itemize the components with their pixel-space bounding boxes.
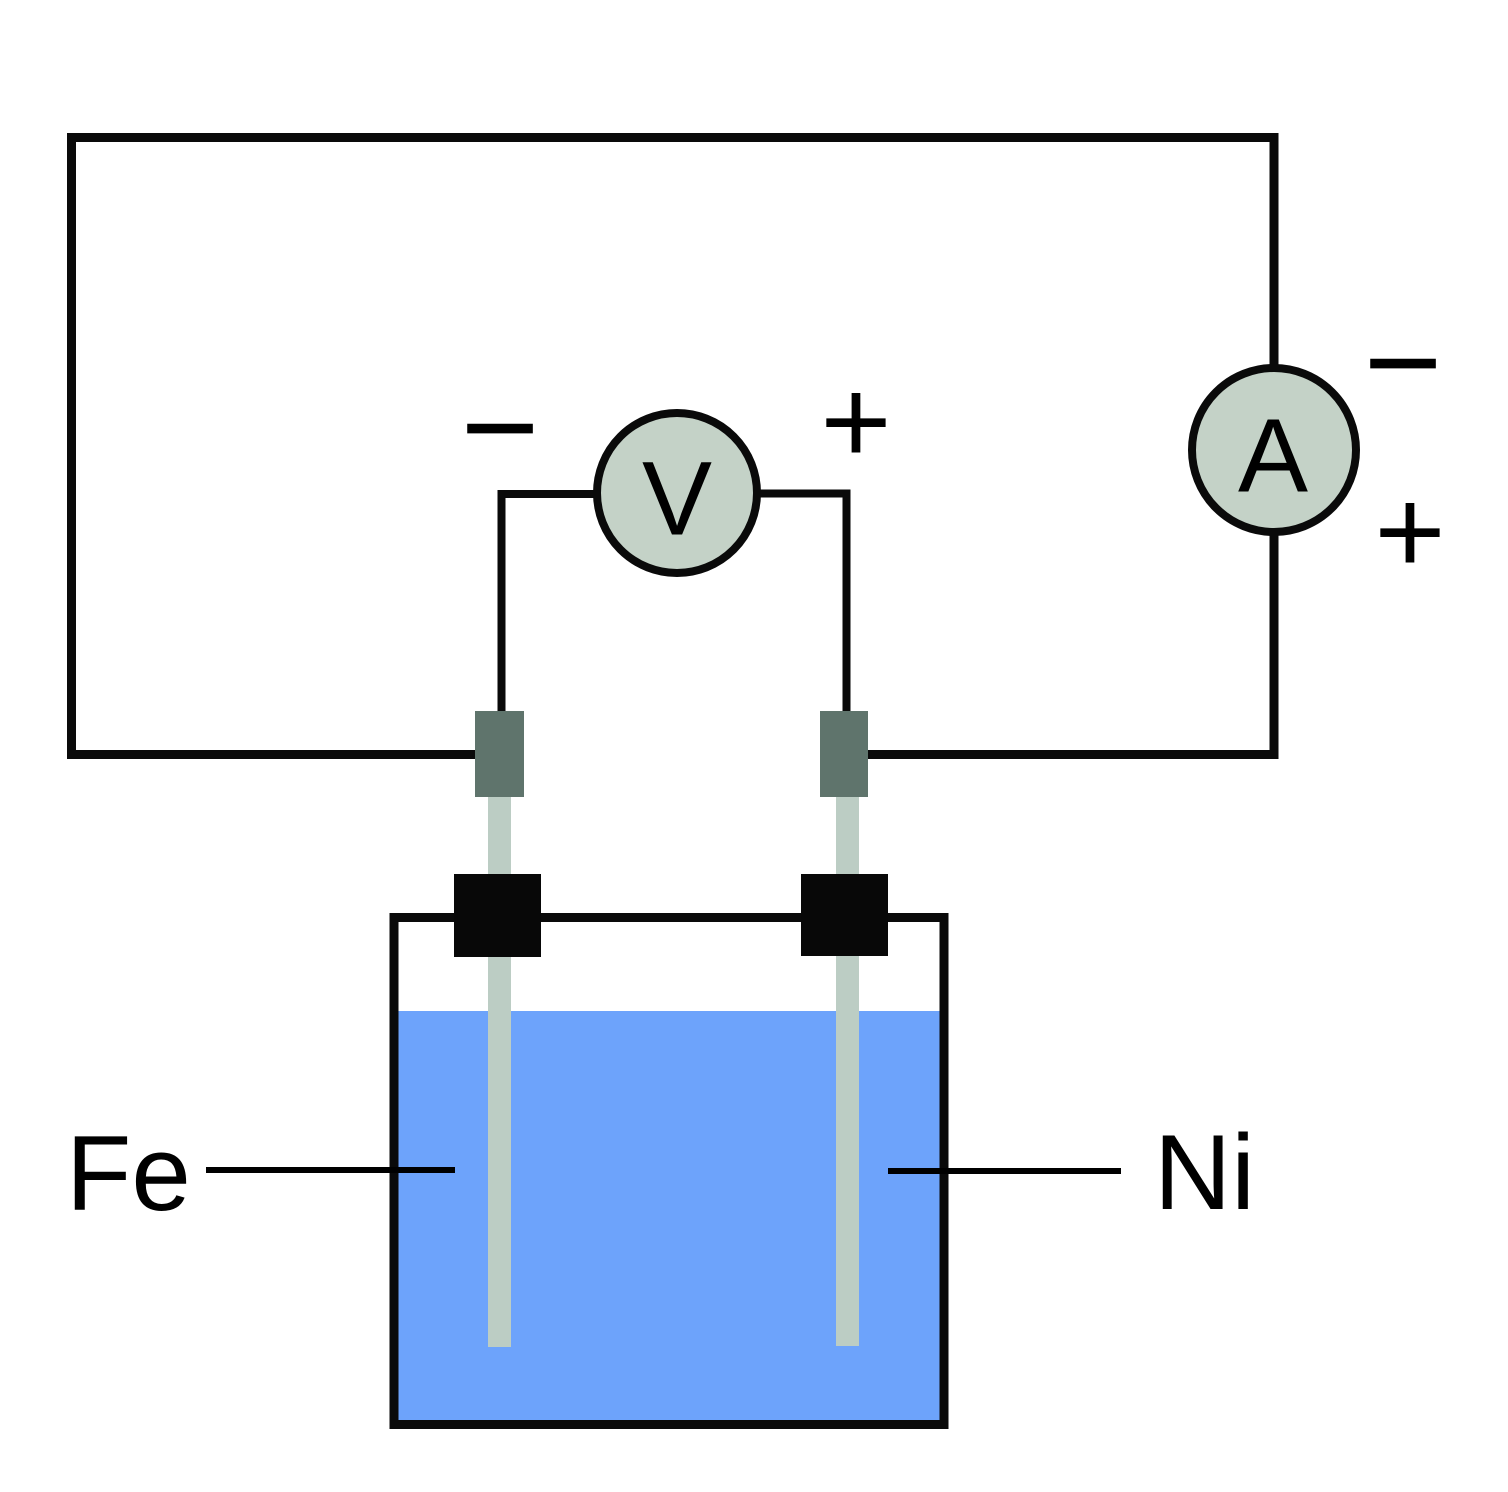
voltmeter-wire-right xyxy=(744,489,851,713)
voltmeter xyxy=(593,409,761,577)
right-connector-post xyxy=(820,711,868,797)
voltmeter-negative-sign: − xyxy=(461,352,540,503)
right-clamp-block xyxy=(801,874,888,956)
left-connector-post xyxy=(475,711,524,797)
ammeter-label: A xyxy=(1238,398,1308,515)
ni-label: Ni xyxy=(1154,1112,1255,1232)
ammeter-negative-sign: − xyxy=(1364,287,1443,438)
left-clamp-block xyxy=(454,874,541,957)
ammeter xyxy=(1188,364,1360,536)
ammeter-positive-sign: + xyxy=(1374,463,1445,599)
voltmeter-wire-left xyxy=(497,490,610,713)
voltmeter-label: V xyxy=(642,441,712,558)
main-circuit-wire xyxy=(67,133,1279,759)
fe-label: Fe xyxy=(66,1113,191,1233)
voltmeter-positive-sign: + xyxy=(820,353,891,489)
